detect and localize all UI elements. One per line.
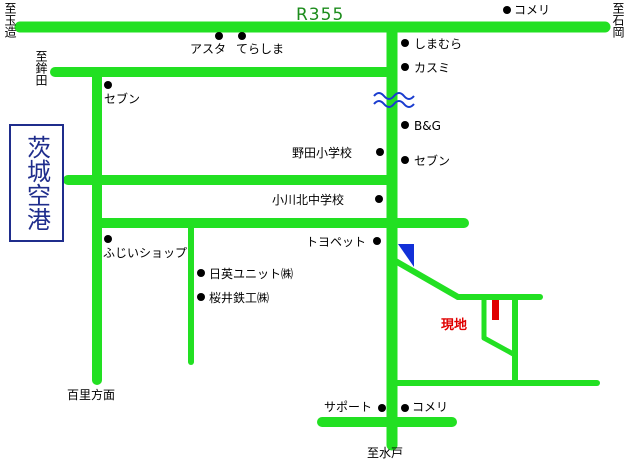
landmark-support: サポート — [324, 400, 373, 414]
landmark-dot — [215, 32, 223, 40]
landmark-bg: B&G — [414, 119, 441, 133]
route-number: R355 — [296, 5, 345, 25]
landmark-terashima: てらしま — [236, 42, 285, 56]
airport-box: 茨城空港 — [9, 124, 64, 242]
road-site-loop-diag — [481, 335, 518, 358]
landmark-dot — [375, 195, 383, 203]
landmark-dot — [373, 237, 381, 245]
landmark-fujii-shop: ふじいショップ — [103, 246, 188, 260]
landmark-komeri-top: コメリ — [514, 3, 551, 17]
landmark-toyopet: トヨペット — [306, 235, 367, 249]
landmark-dot — [401, 404, 409, 412]
direction-hokota: 至鉾田 — [34, 50, 48, 86]
landmark-dot — [238, 32, 246, 40]
landmark-dot — [104, 235, 112, 243]
landmark-sakurai: 桜井鉄工㈱ — [209, 291, 270, 305]
landmark-nichiei: 日英ユニット㈱ — [209, 267, 294, 281]
landmark-dot — [401, 121, 409, 129]
landmark-dot — [197, 293, 205, 301]
landmark-ogawa-school: 小川北中学校 — [272, 193, 345, 207]
direction-hyakuri: 百里方面 — [67, 388, 116, 402]
landmark-noda-school: 野田小学校 — [292, 146, 353, 160]
landmark-dot — [503, 6, 511, 14]
direction-tamatsukuri: 至玉造 — [3, 2, 17, 38]
direction-triangle-icon — [398, 244, 414, 267]
landmark-dot — [378, 404, 386, 412]
airport-name: 茨城空港 — [22, 135, 51, 231]
direction-mito: 至水戸 — [367, 446, 404, 460]
landmark-komeri-bottom: コメリ — [412, 400, 449, 414]
landmark-shimamura: しまむら — [414, 37, 463, 51]
landmark-dot — [376, 148, 384, 156]
landmark-asuta: アスタ — [190, 42, 227, 56]
landmark-seven-right: セブン — [414, 154, 451, 168]
landmark-dot — [197, 269, 205, 277]
river-icon — [373, 92, 415, 108]
landmark-dot — [401, 39, 409, 47]
direction-ishioka: 至石岡 — [611, 2, 625, 38]
landmark-seven-left: セブン — [104, 92, 141, 106]
landmark-kasumi: カスミ — [414, 61, 451, 75]
site-label: 現地 — [441, 318, 468, 333]
landmark-dot — [401, 63, 409, 71]
landmark-dot — [104, 81, 112, 89]
road-diagonal — [389, 256, 461, 300]
landmark-dot — [401, 156, 409, 164]
site-marker — [492, 300, 499, 320]
